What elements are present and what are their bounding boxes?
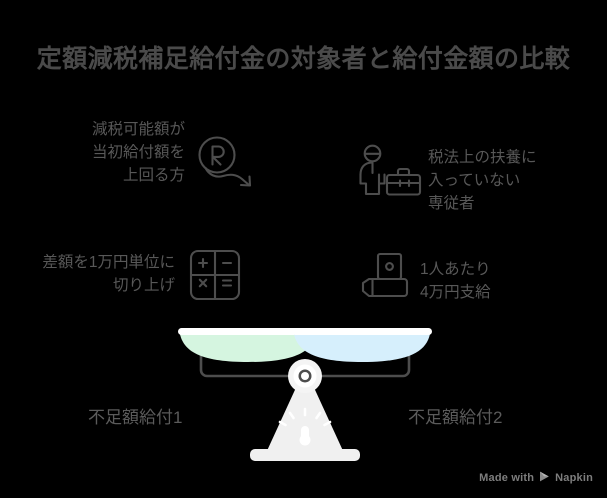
pan-label-left: 不足額給付1 bbox=[88, 408, 183, 427]
registered-r-arrow-icon bbox=[196, 133, 258, 193]
text-round-up-to-10000-yen: 差額を1万円単位に 切り上げ bbox=[42, 254, 175, 294]
calculator-icon bbox=[188, 248, 242, 302]
napkin-logo-icon bbox=[539, 471, 550, 485]
text-reduction-exceeds-initial: 減税可能額が 当初給付額を 上回る方 bbox=[91, 121, 185, 184]
napkin-watermark[interactable]: Made with Napkin bbox=[479, 471, 593, 485]
person-briefcase-icon bbox=[356, 144, 422, 200]
text-not-tax-dependent-employee: 税法上の扶養に 入っていない 専従者 bbox=[428, 149, 537, 212]
pan-label-right: 不足額給付2 bbox=[408, 408, 503, 427]
watermark-brand: Napkin bbox=[555, 472, 593, 484]
balance-scale-icon bbox=[150, 318, 460, 483]
hand-cash-icon bbox=[358, 250, 416, 304]
page-title: 定額減税補足給付金の対象者と給付金額の比較 bbox=[36, 45, 571, 73]
watermark-prefix: Made with bbox=[479, 472, 535, 484]
text-40000-yen-per-person: 1人あたり 4万円支給 bbox=[420, 261, 491, 301]
